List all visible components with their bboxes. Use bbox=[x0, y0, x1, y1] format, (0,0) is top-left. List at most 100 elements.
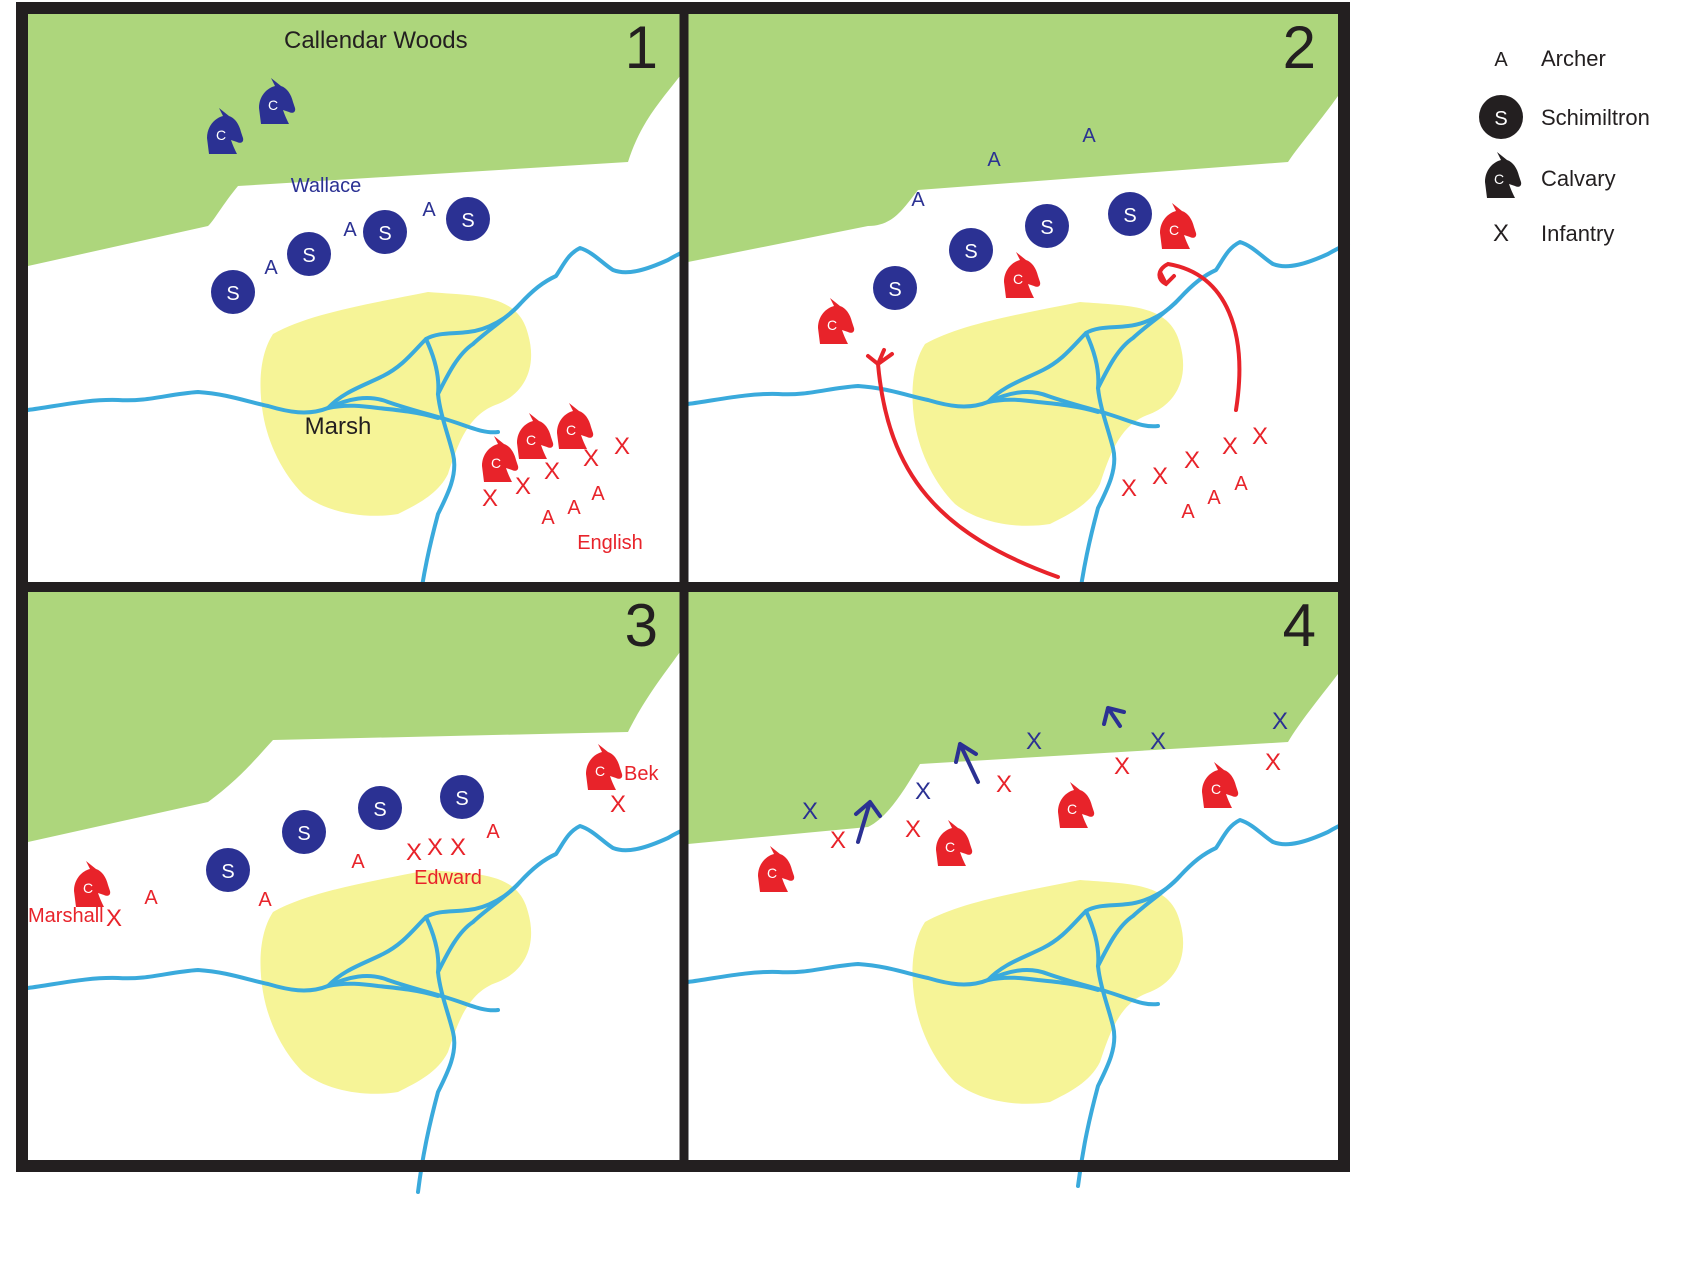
english-infantry-marker: X bbox=[1252, 423, 1268, 450]
english-infantry-marker: X bbox=[515, 473, 531, 500]
english-infantry-marker: X bbox=[544, 458, 560, 485]
svg-text:C: C bbox=[767, 865, 777, 881]
english-infantry-marker: X bbox=[610, 791, 626, 818]
english-infantry-marker: X bbox=[1121, 475, 1137, 502]
english-infantry-marker: X bbox=[905, 816, 921, 843]
scots-schiltron-marker: S bbox=[1108, 192, 1152, 236]
svg-text:S: S bbox=[1123, 205, 1136, 227]
english-infantry-marker: X bbox=[996, 771, 1012, 798]
english-cavalry-marker: C bbox=[818, 298, 855, 344]
infantry-icon: X bbox=[1493, 220, 1509, 247]
woods-area bbox=[688, 592, 1338, 844]
svg-text:S: S bbox=[373, 799, 386, 821]
river bbox=[26, 246, 690, 616]
svg-text:S: S bbox=[888, 279, 901, 301]
scots-schiltron-marker: S bbox=[363, 210, 407, 254]
cavalry-icon: C bbox=[1485, 152, 1522, 198]
panel-number: 3 bbox=[625, 592, 658, 659]
svg-text:C: C bbox=[945, 839, 955, 855]
english-cavalry-marker: C bbox=[936, 820, 973, 866]
scots-cavalry-marker: C bbox=[207, 108, 244, 154]
scots-schiltron-marker: S bbox=[206, 848, 250, 892]
map-label: English bbox=[577, 532, 643, 554]
svg-text:C: C bbox=[526, 432, 536, 448]
english-infantry-marker: X bbox=[583, 445, 599, 472]
english-infantry-marker: X bbox=[614, 433, 630, 460]
english-movement-arrow bbox=[866, 348, 1060, 579]
english-cavalry-marker: C bbox=[1160, 203, 1197, 249]
scots-schiltron-marker: S bbox=[211, 270, 255, 314]
english-infantry-marker: X bbox=[1114, 753, 1130, 780]
english-cavalry-marker: C bbox=[1202, 762, 1239, 808]
english-archer-marker: A bbox=[486, 821, 500, 843]
english-archer-marker: A bbox=[591, 483, 605, 505]
english-archer-marker: A bbox=[351, 851, 365, 873]
english-cavalry-marker: C bbox=[586, 744, 623, 790]
svg-text:S: S bbox=[1040, 217, 1053, 239]
woods-area bbox=[688, 14, 1338, 262]
english-infantry-marker: X bbox=[482, 485, 498, 512]
english-cavalry-marker: C bbox=[482, 436, 519, 482]
panel-number: 1 bbox=[625, 14, 658, 81]
english-infantry-marker: X bbox=[1222, 433, 1238, 460]
svg-text:S: S bbox=[1494, 108, 1507, 130]
map-label: Callendar Woods bbox=[284, 27, 468, 54]
svg-text:C: C bbox=[1067, 801, 1077, 817]
scots-infantry-marker: X bbox=[1026, 728, 1042, 755]
english-cavalry-marker: C bbox=[758, 846, 795, 892]
english-infantry-marker: X bbox=[427, 834, 443, 861]
english-infantry-marker: X bbox=[1265, 749, 1281, 776]
scots-movement-arrow bbox=[954, 742, 980, 784]
scots-infantry-marker: X bbox=[915, 778, 931, 805]
english-archer-marker: A bbox=[144, 887, 158, 909]
scots-archer-marker: A bbox=[987, 149, 1001, 171]
svg-text:C: C bbox=[827, 317, 837, 333]
scots-archer-marker: A bbox=[264, 257, 278, 279]
scots-schiltron-marker: S bbox=[440, 775, 484, 819]
scots-schiltron-marker: S bbox=[358, 786, 402, 830]
english-archer-marker: A bbox=[258, 889, 272, 911]
svg-text:C: C bbox=[566, 422, 576, 438]
svg-text:C: C bbox=[1169, 222, 1179, 238]
woods-area bbox=[28, 14, 680, 266]
archer-icon: A bbox=[1494, 49, 1508, 71]
legend-label: Schimiltron bbox=[1541, 105, 1650, 130]
english-archer-marker: A bbox=[1234, 473, 1248, 495]
english-cavalry-marker: C bbox=[1058, 782, 1095, 828]
svg-text:S: S bbox=[302, 245, 315, 267]
schiltron-icon bbox=[1479, 95, 1523, 139]
scots-movement-arrow bbox=[854, 800, 882, 844]
map-label: Wallace bbox=[291, 175, 361, 197]
panel-number: 4 bbox=[1283, 592, 1316, 659]
svg-text:C: C bbox=[595, 763, 605, 779]
map-label: Edward bbox=[414, 867, 482, 889]
svg-text:S: S bbox=[461, 210, 474, 232]
scots-schiltron-marker: S bbox=[282, 810, 326, 854]
svg-text:S: S bbox=[221, 861, 234, 883]
english-cavalry-marker: C bbox=[557, 403, 594, 449]
scots-schiltron-marker: S bbox=[873, 266, 917, 310]
scots-cavalry-marker: C bbox=[259, 78, 296, 124]
scots-infantry-marker: X bbox=[1272, 708, 1288, 735]
english-infantry-marker: X bbox=[830, 827, 846, 854]
svg-text:C: C bbox=[1013, 271, 1023, 287]
woods-area bbox=[28, 592, 680, 842]
english-cavalry-marker: C bbox=[517, 413, 554, 459]
english-infantry-marker: X bbox=[1184, 447, 1200, 474]
svg-text:S: S bbox=[964, 241, 977, 263]
river bbox=[686, 240, 1350, 610]
river bbox=[26, 824, 690, 1194]
scots-infantry-marker: X bbox=[802, 798, 818, 825]
scots-schiltron-marker: S bbox=[446, 197, 490, 241]
scots-archer-marker: A bbox=[911, 189, 925, 211]
english-archer-marker: A bbox=[1207, 487, 1221, 509]
legend-row: S Schimiltron bbox=[1479, 95, 1650, 139]
